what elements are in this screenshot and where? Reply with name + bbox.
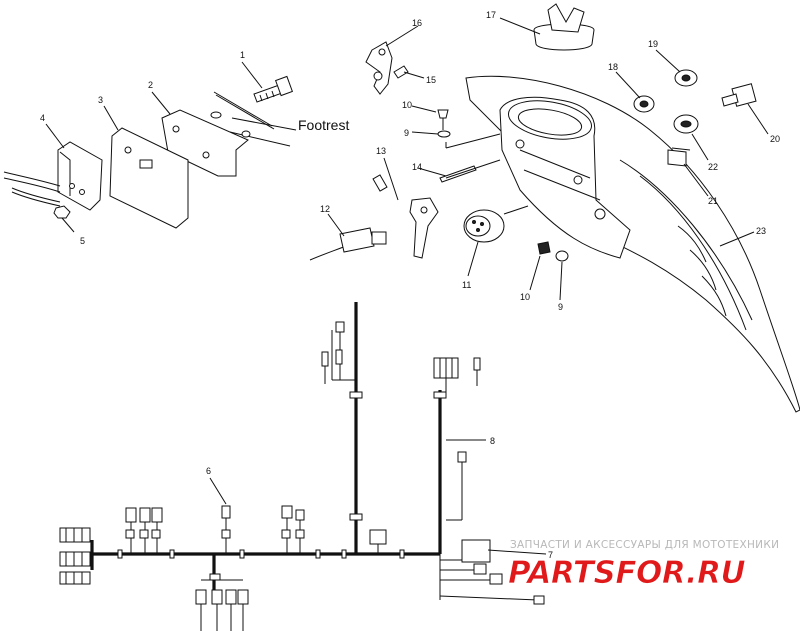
footrest-pointer (213, 91, 297, 147)
callout-17: 17 (486, 10, 496, 20)
cable-part-12 (309, 227, 387, 261)
lens-part-17 (533, 3, 595, 51)
callout-15: 15 (426, 75, 436, 85)
rod-part-14 (439, 159, 501, 183)
callout-7: 7 (548, 550, 553, 560)
headlight-housing (499, 96, 631, 259)
callout-16: 16 (412, 18, 422, 28)
pin-part-13 (372, 174, 388, 192)
key-part-20 (721, 83, 757, 107)
callout-12: 12 (320, 204, 330, 214)
leader-lines-upper (45, 17, 769, 301)
wiring-harness (59, 302, 545, 631)
module-part-4 (3, 141, 103, 211)
callout-20: 20 (770, 134, 780, 144)
switch-part-21 (667, 147, 691, 167)
washer-part-9-lower (555, 250, 569, 262)
callout-13: 13 (376, 146, 386, 156)
screw-part-10-upper (437, 109, 449, 130)
callout-11: 11 (462, 280, 471, 290)
screw-part-15 (393, 65, 409, 79)
lever-part-13 (409, 197, 439, 259)
callout-21: 21 (708, 196, 718, 206)
callout-23: 23 (756, 226, 766, 236)
connector-part-11 (463, 205, 529, 243)
callout-18: 18 (608, 62, 618, 72)
callout-9-upper: 9 (404, 128, 409, 138)
grommet-part-18 (633, 95, 655, 113)
callout-1: 1 (240, 50, 245, 60)
nut-part-5 (53, 205, 75, 233)
grommet-part-19 (674, 69, 698, 87)
washer-part-9-upper (437, 130, 501, 149)
callout-10-upper: 10 (402, 100, 412, 110)
screw-part-10-lower (537, 241, 551, 255)
callout-6: 6 (206, 466, 211, 476)
bracket-part-16 (365, 41, 393, 95)
cover-part-3 (109, 127, 189, 229)
leader-lines-lower (209, 439, 547, 555)
bolt-part-1 (253, 75, 294, 103)
callout-8: 8 (490, 436, 495, 446)
callout-3: 3 (98, 95, 103, 105)
grommet-part-22 (673, 114, 699, 134)
footrest-label: Footrest (298, 117, 349, 133)
callout-22: 22 (708, 162, 718, 172)
callout-19: 19 (648, 39, 658, 49)
callout-2: 2 (148, 80, 153, 90)
watermark-tagline: ЗАПЧАСТИ И АКСЕССУАРЫ ДЛЯ МОТОТЕХНИКИ (510, 539, 779, 551)
watermark: ЗАПЧАСТИ И АКСЕССУАРЫ ДЛЯ МОТОТЕХНИКИ PA… (508, 539, 779, 591)
callout-5: 5 (80, 236, 85, 246)
callout-14: 14 (412, 162, 422, 172)
watermark-logo: PARTSFOR.RU (508, 555, 745, 591)
callout-9-lower: 9 (558, 302, 563, 312)
bracket-plate-2 (161, 109, 251, 177)
callout-4: 4 (40, 113, 45, 123)
callout-10-lower: 10 (520, 292, 530, 302)
